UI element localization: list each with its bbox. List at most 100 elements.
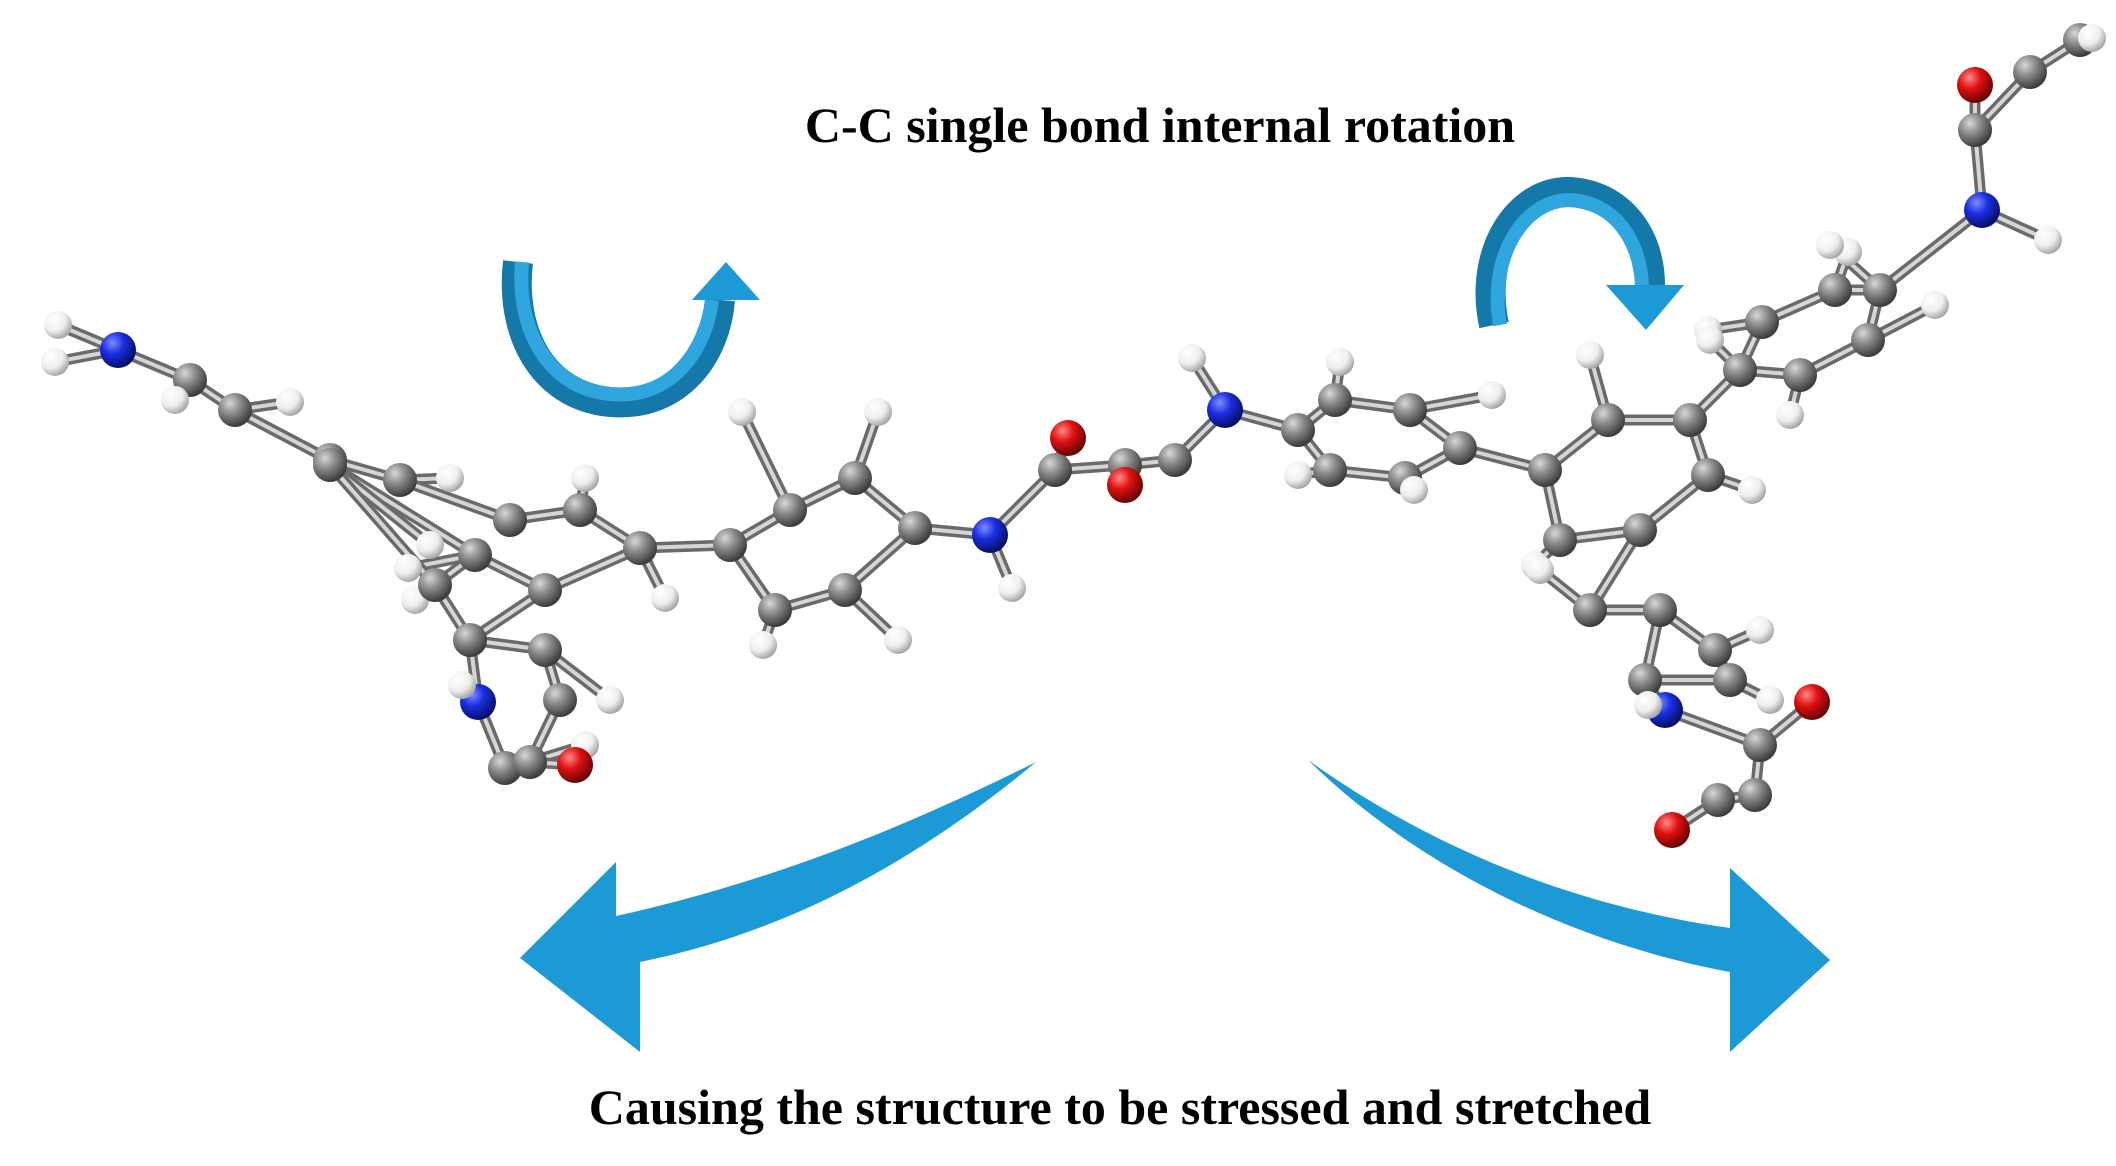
nitrogen-atom xyxy=(972,517,1008,553)
hydrogen-atom xyxy=(571,464,599,492)
hydrogen-atom xyxy=(44,311,72,339)
carbon-atom xyxy=(1591,403,1625,437)
hydrogen-atom xyxy=(1400,476,1428,504)
carbon-atom xyxy=(453,623,487,657)
carbon-atom xyxy=(1673,403,1707,437)
bond-highlight xyxy=(740,410,792,512)
carbon-atom xyxy=(1783,358,1817,392)
hydrogen-atom xyxy=(41,348,69,376)
carbon-atom xyxy=(1743,728,1777,762)
hydrogen-atom xyxy=(749,631,777,659)
hydrogen-atom xyxy=(1478,381,1506,409)
carbon-atom xyxy=(1745,305,1779,339)
carbon-atom xyxy=(1528,453,1562,487)
carbon-atom xyxy=(1543,523,1577,557)
carbon-atom xyxy=(313,448,347,482)
oxygen-atom xyxy=(557,747,593,783)
hydrogen-atom xyxy=(276,388,304,416)
hydrogen-atom xyxy=(416,531,444,559)
hydrogen-atom xyxy=(2034,226,2062,254)
carbon-atom xyxy=(758,593,792,627)
carbon-atom xyxy=(1623,513,1657,547)
carbon-atom xyxy=(773,493,807,527)
hydrogen-atom xyxy=(1776,401,1804,429)
carbon-atom xyxy=(1573,593,1607,627)
carbon-atom xyxy=(1698,633,1732,667)
hydrogen-atom xyxy=(884,626,912,654)
hydrogen-atom xyxy=(1816,231,1844,259)
carbon-atom xyxy=(1738,778,1772,812)
bond-highlight xyxy=(398,478,512,522)
carbon-atom xyxy=(513,745,547,779)
carbon-atom xyxy=(1443,431,1477,465)
hydrogen-atom xyxy=(1284,461,1312,489)
hydrogen-atom xyxy=(2078,24,2106,52)
hydrogen-atom xyxy=(728,398,756,426)
hydrogen-atom xyxy=(1696,326,1724,354)
carbon-atom xyxy=(1393,393,1427,427)
carbon-atom xyxy=(543,683,577,717)
hydrogen-atom xyxy=(448,671,476,699)
hydrogen-atom xyxy=(394,554,422,582)
carbon-atom xyxy=(1038,453,1072,487)
carbon-atom xyxy=(1313,453,1347,487)
carbon-atom xyxy=(1863,273,1897,307)
carbon-atom xyxy=(1818,273,1852,307)
hydrogen-atom xyxy=(1526,556,1554,584)
carbon-atom xyxy=(1691,458,1725,492)
carbon-atom xyxy=(623,531,657,565)
hydrogen-atom xyxy=(1178,344,1206,372)
hydrogen-atom xyxy=(1921,291,1949,319)
oxygen-atom xyxy=(1794,684,1830,720)
carbon-atom xyxy=(458,538,492,572)
nitrogen-atom xyxy=(1207,392,1243,428)
rotation-arrow-right xyxy=(1475,177,1684,330)
hydrogen-atom xyxy=(1634,691,1662,719)
oxygen-atom xyxy=(1107,467,1143,503)
carbon-atom xyxy=(1628,663,1662,697)
carbon-atom xyxy=(1851,323,1885,357)
hydrogen-atom xyxy=(1756,686,1784,714)
carbon-atom xyxy=(838,461,872,495)
hydrogen-atom xyxy=(1738,476,1766,504)
bottom-caption: Causing the structure to be stressed and… xyxy=(588,1079,1652,1135)
hydrogen-atom xyxy=(596,686,624,714)
carbon-atom xyxy=(1281,413,1315,447)
carbon-atom xyxy=(828,573,862,607)
carbon-atom xyxy=(1643,593,1677,627)
carbon-atom xyxy=(1958,113,1992,147)
carbon-atom xyxy=(218,393,252,427)
carbon-atom xyxy=(1701,783,1735,817)
oxygen-atom xyxy=(1050,420,1086,456)
rotation-arrow-left xyxy=(501,260,760,418)
bond-highlight xyxy=(233,408,332,462)
carbon-atom xyxy=(528,633,562,667)
carbon-atom xyxy=(563,493,597,527)
nitrogen-atom xyxy=(100,332,136,368)
stretch-arrow-left xyxy=(520,762,1036,1052)
hydrogen-atom xyxy=(436,464,464,492)
hydrogen-atom xyxy=(161,386,189,414)
oxygen-atom xyxy=(1957,67,1993,103)
carbon-atom xyxy=(713,528,747,562)
hydrogen-atom xyxy=(1326,348,1354,376)
nitrogen-atom xyxy=(1964,192,2000,228)
carbon-atom xyxy=(1318,383,1352,417)
bond-highlight xyxy=(543,546,642,592)
carbon-atom xyxy=(493,503,527,537)
carbon-atom xyxy=(418,568,452,602)
carbon-atom xyxy=(2013,55,2047,89)
carbon-atom xyxy=(898,511,932,545)
hydrogen-atom xyxy=(998,574,1026,602)
atom-layer xyxy=(41,23,2106,848)
carbon-atom xyxy=(1713,663,1747,697)
hydrogen-atom xyxy=(1576,341,1604,369)
oxygen-atom xyxy=(1654,812,1690,848)
carbon-atom xyxy=(528,573,562,607)
hydrogen-atom xyxy=(651,584,679,612)
carbon-atom xyxy=(383,463,417,497)
hydrogen-atom xyxy=(864,398,892,426)
carbon-atom xyxy=(1723,353,1757,387)
